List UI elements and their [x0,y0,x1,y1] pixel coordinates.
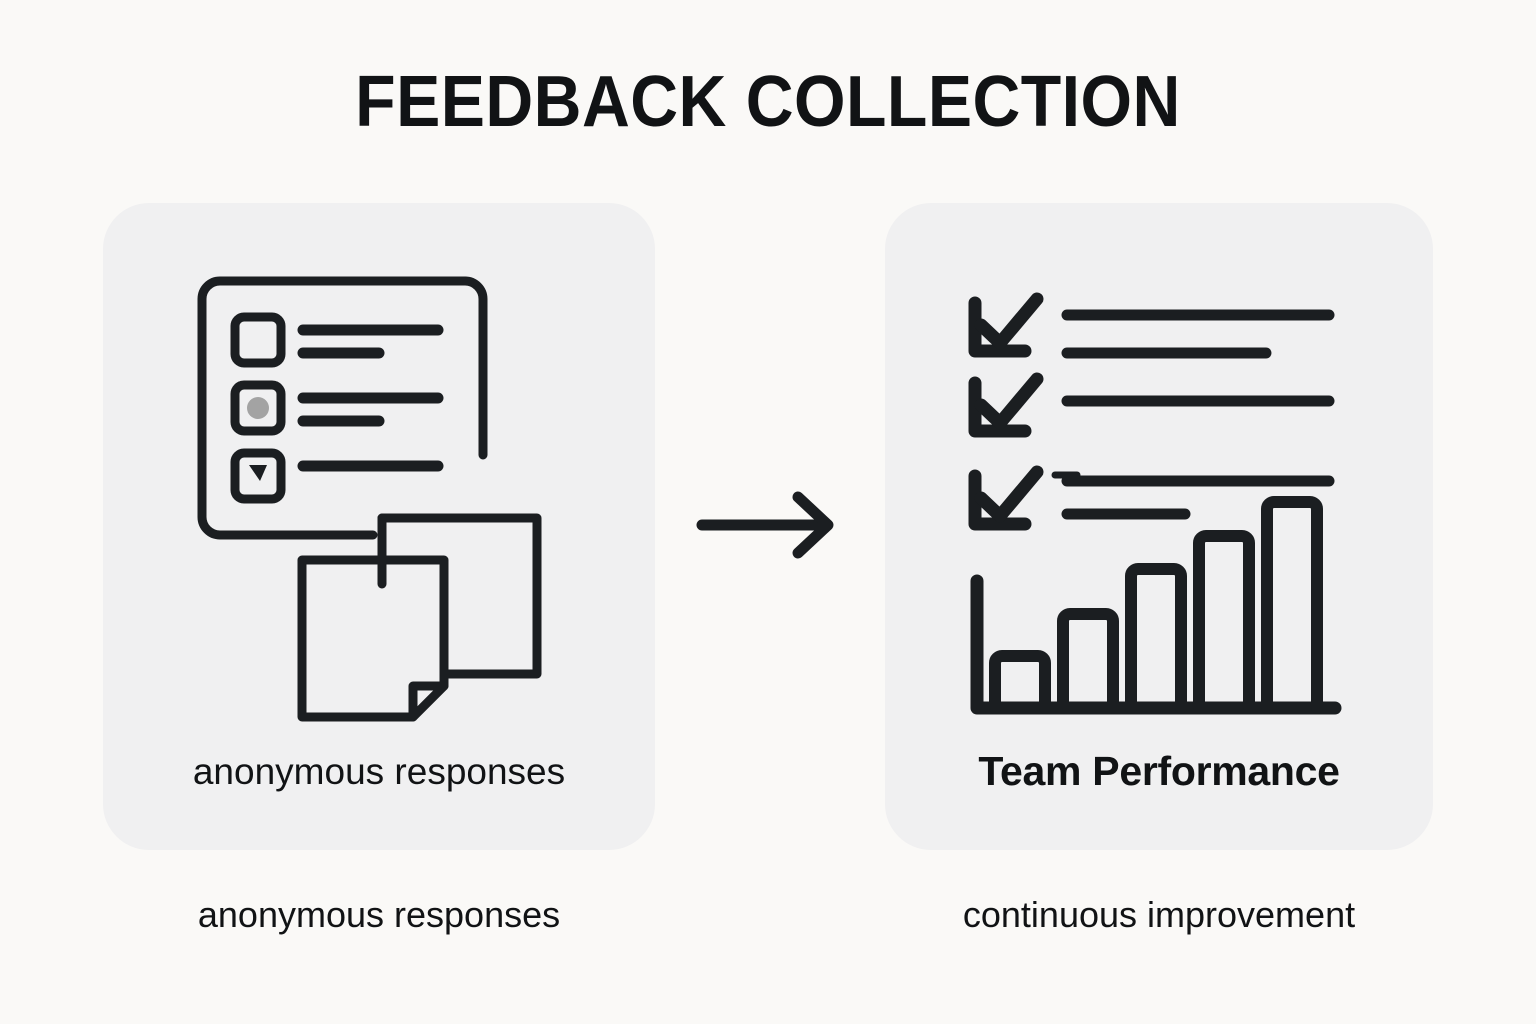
card-team-performance[interactable]: Team Performance [885,203,1433,850]
survey-form-documents-icon [197,276,542,722]
bar-4 [1193,530,1255,714]
caption-continuous-improvement: continuous improvement [962,894,1356,935]
caption-anonymous-responses: anonymous responses [197,894,561,935]
card-anonymous-responses[interactable]: anonymous responses [103,203,655,850]
bar-1 [989,650,1051,714]
page-title: FEEDBACK COLLECTION [355,62,1181,142]
card-label-team-performance: Team Performance [978,748,1340,794]
bar-2 [1057,608,1119,714]
right-arrow-icon [696,491,834,559]
checklist-bar-chart-icon [968,292,1342,715]
card-label-anonymous-responses: anonymous responses [192,751,566,792]
radio-dot-icon [247,397,269,419]
selected-mark-icon [249,465,267,481]
bar-5 [1261,496,1323,714]
bar-3 [1125,563,1187,714]
